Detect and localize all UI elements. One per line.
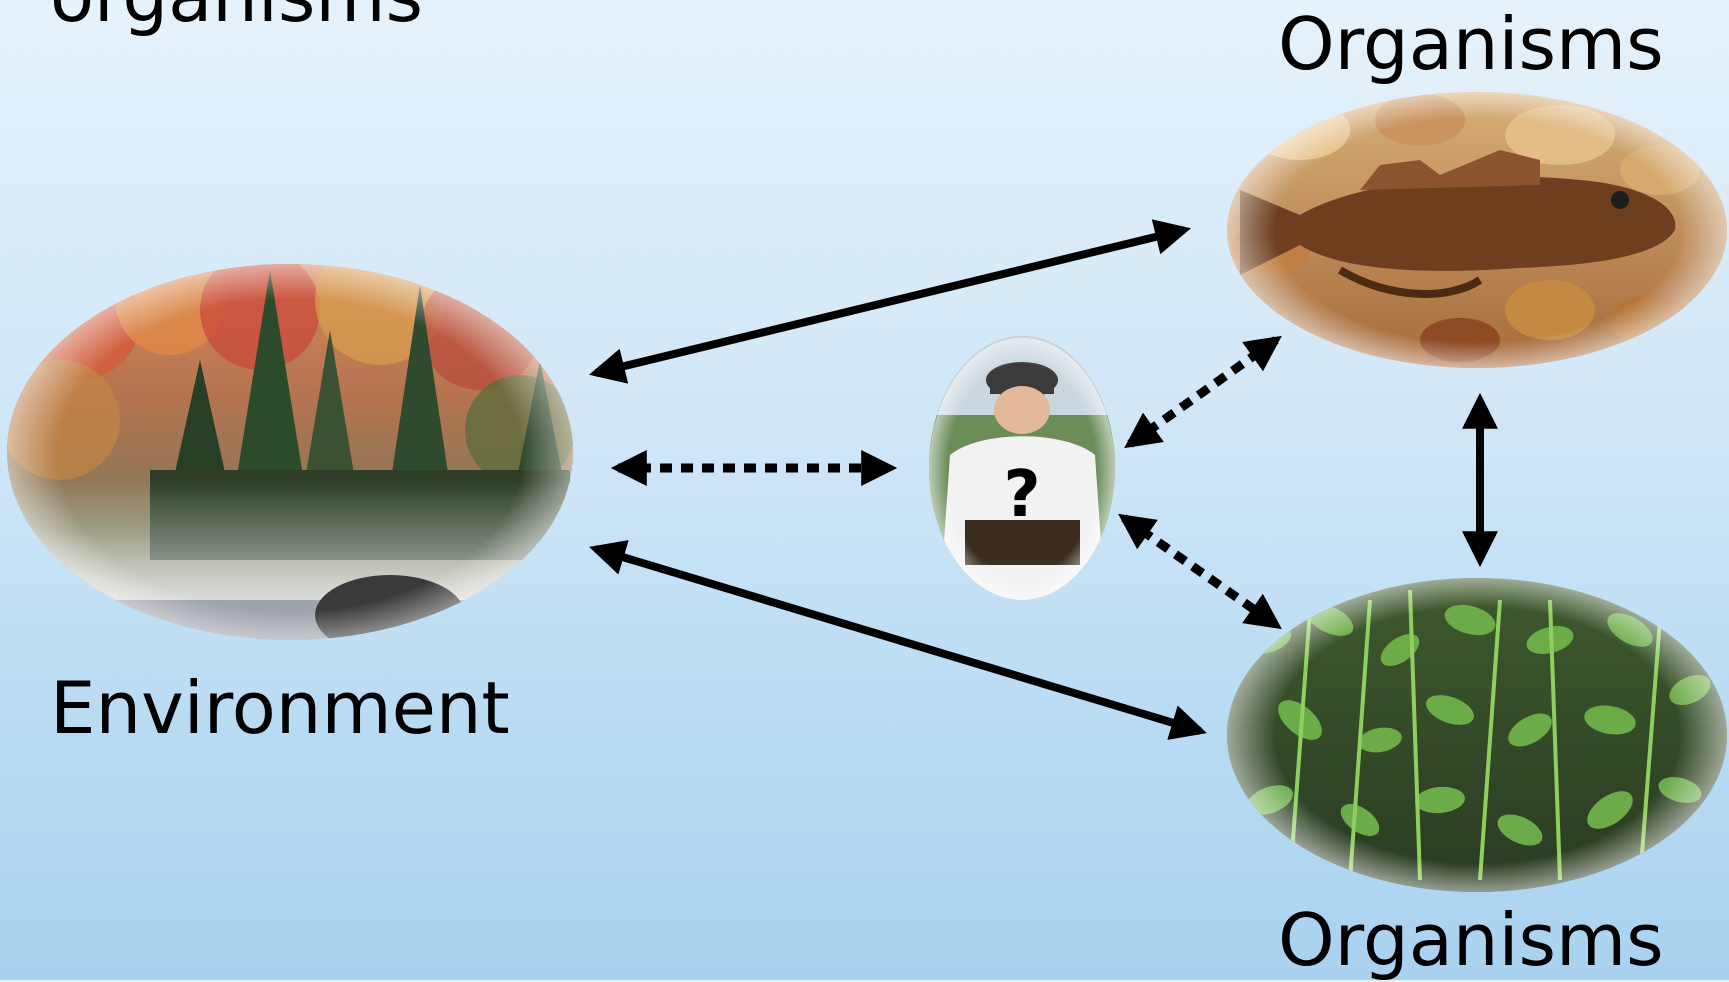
question-mark: ? bbox=[1003, 458, 1040, 532]
dotted-arrow-researcher-plants bbox=[1124, 518, 1276, 625]
arrow-environment-plants bbox=[596, 549, 1200, 731]
arrow-environment-fish bbox=[596, 230, 1184, 373]
plants-photo bbox=[1225, 575, 1729, 895]
fish-photo bbox=[1225, 90, 1729, 370]
environment-photo bbox=[0, 235, 580, 660]
dotted-arrow-researcher-fish bbox=[1130, 340, 1276, 444]
